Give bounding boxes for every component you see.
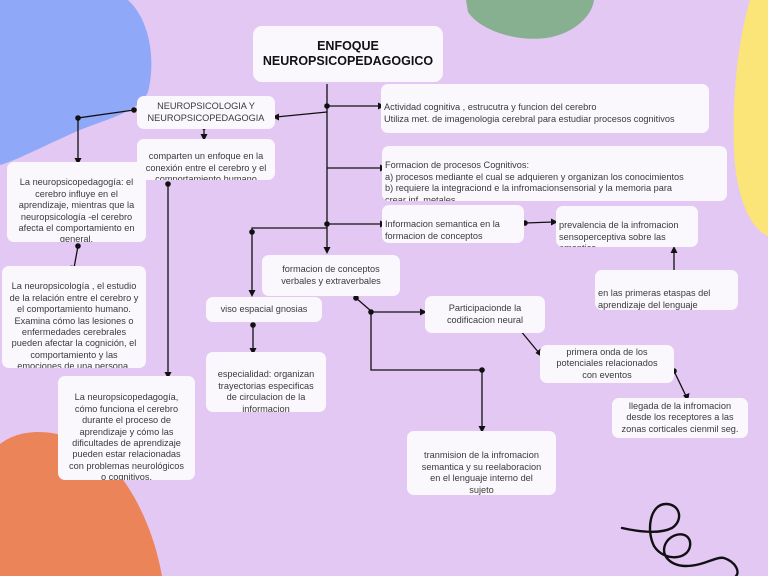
scribble [620, 502, 739, 576]
node-label: La neuropsicología , el estudio de la re… [9, 281, 139, 368]
arrowhead [670, 246, 678, 253]
node-label: formacion de conceptos verbales y extrav… [281, 264, 381, 286]
connector-dot [249, 229, 255, 235]
connector [519, 329, 540, 354]
node-label: Formacion de procesos Cognitivos: a) pro… [385, 160, 684, 201]
node-label: prevalencia de la infromacion sensoperce… [559, 220, 679, 247]
node-llegada-informacion[interactable]: llegada de la infromacion desde los rece… [612, 398, 748, 438]
connector-dot [165, 181, 171, 187]
arrowhead [478, 426, 486, 433]
node-participacion-codificacion[interactable]: Participacionde la codificacion neural [425, 296, 545, 333]
node-prevalencia-informacion[interactable]: prevalencia de la infromacion sensoperce… [556, 206, 698, 247]
node-formacion-conceptos[interactable]: formacion de conceptos verbales y extrav… [262, 255, 400, 296]
arrowhead [164, 372, 172, 379]
connector [370, 312, 483, 428]
node-label: Informacion semantica en la formacion de… [385, 219, 500, 241]
node-informacion-semantica[interactable]: Informacion semantica en la formacion de… [382, 205, 524, 243]
green-blob [466, 0, 594, 39]
node-primera-onda[interactable]: primera onda de los potenciales relacion… [540, 345, 674, 383]
arrowhead [248, 290, 256, 297]
node-label: en las primeras etaspas del aprendizaje … [598, 288, 711, 310]
node-transmision-informacion[interactable]: tranmision de la infromacion semantica y… [407, 431, 556, 495]
orange-blob [0, 431, 162, 576]
node-label: La neuropsicopedagogía, cómo funciona el… [69, 392, 184, 480]
arrowhead [420, 308, 427, 316]
node-primeras-etapas[interactable]: en las primeras etaspas del aprendizaje … [595, 270, 738, 310]
connector-dot [368, 309, 374, 315]
connector [524, 221, 554, 224]
node-viso-espacial[interactable]: viso espacial gnosias [206, 297, 322, 322]
node-neuropsicologia-definicion[interactable]: La neuropsicología , el estudio de la re… [2, 266, 146, 368]
connector-dot [75, 243, 81, 249]
node-label: llegada de la infromacion desde los rece… [621, 400, 739, 434]
connector-dot [131, 107, 137, 113]
node-comparten-enfoque[interactable]: comparten un enfoque en la conexión entr… [137, 139, 275, 180]
connector [673, 370, 687, 397]
node-label: tranmision de la infromacion semantica y… [421, 450, 542, 495]
connector [77, 109, 135, 160]
node-label: NEUROPSICOLOGIA Y NEUROPSICOPEDAGOGIA [147, 101, 265, 123]
node-neuropsicopedagogia-aprendizaje[interactable]: La neuropsicopedagogía, cómo funciona el… [58, 376, 195, 480]
node-label: especialidad: organizan trayectorias esp… [217, 369, 315, 412]
node-label: comparten un enfoque en la conexión entr… [145, 151, 267, 180]
connector-dot [479, 367, 485, 373]
arrowhead [323, 247, 331, 254]
connector-dot [75, 115, 81, 121]
node-label: Actividad cognitiva , estrucutra y funci… [384, 102, 675, 124]
node-label: Participacionde la codificacion neural [446, 303, 524, 325]
connector-dot [353, 295, 359, 301]
arrowhead [74, 158, 82, 165]
arrowhead [249, 348, 257, 355]
node-neuropsicologia-neuropsicopedagogia[interactable]: NEUROPSICOLOGIA Y NEUROPSICOPEDAGOGIA [137, 96, 275, 129]
arrowhead [272, 113, 279, 121]
node-neuropsicopedagogia-definicion[interactable]: La neuropsicopedagogía: el cerebro influ… [7, 162, 146, 242]
node-label: primera onda de los potenciales relacion… [556, 346, 658, 380]
connector [355, 297, 372, 312]
arrowhead [551, 218, 558, 226]
node-formacion-procesos-cognitivos[interactable]: Formacion de procesos Cognitivos: a) pro… [382, 146, 727, 201]
connector-dot [324, 221, 330, 227]
map-title[interactable]: ENFOQUE NEUROPSICOPEDAGOGICO [253, 26, 443, 82]
node-label: La neuropsicopedagogía: el cerebro influ… [18, 177, 135, 242]
connector-dot [324, 103, 330, 109]
connector [73, 245, 79, 269]
node-especialidad[interactable]: especialidad: organizan trayectorias esp… [206, 352, 326, 412]
blue-blob [0, 0, 152, 165]
arrowhead [200, 134, 208, 141]
connector [251, 227, 327, 292]
node-actividad-cognitiva[interactable]: Actividad cognitiva , estrucutra y funci… [381, 84, 709, 133]
node-label: viso espacial gnosias [220, 303, 308, 314]
yellow-blob [733, 0, 768, 236]
connector [275, 111, 328, 118]
connector-dot [250, 322, 256, 328]
